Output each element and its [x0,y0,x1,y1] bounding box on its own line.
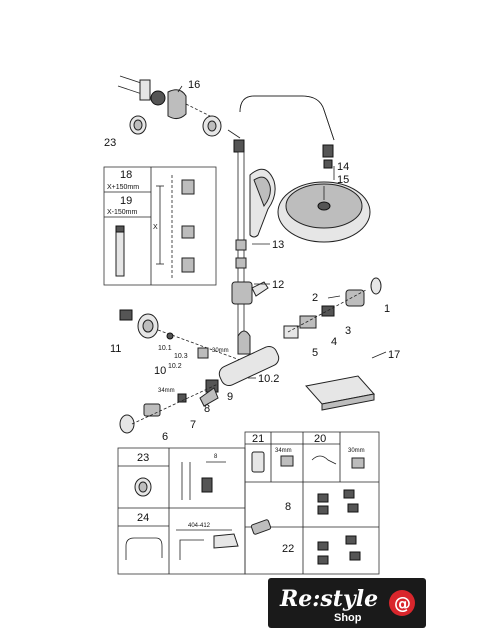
inset-18-number: 18 [120,169,132,181]
callout-23: 23 [104,137,116,149]
callout-34mm: 34mm [158,388,175,394]
callout-10-2: 10.2 [168,363,182,370]
callout-5: 5 [312,347,318,359]
table-right-34mm: 34mm [275,448,292,454]
accessories-table-right [244,431,380,575]
thermostat-body [218,330,280,387]
table-right-8: 8 [285,501,291,513]
table-right-30mm: 30mm [348,448,365,454]
brand-logo: Re:style Shop @ [268,578,426,628]
callout-13: 13 [272,239,284,251]
left-connector [119,309,241,361]
shelf [305,375,375,411]
callout-17: 17 [388,349,400,361]
callout-12: 12 [272,279,284,291]
wall-bracket-assembly [117,75,245,153]
callout-16: 16 [188,79,200,91]
adapter-fitting [250,519,272,535]
at-sign-icon: @ [394,594,411,614]
callout-6: 6 [162,431,168,443]
callout-2: 2 [312,292,318,304]
callout-10-3: 10.3 [174,353,188,360]
slider [231,281,269,305]
table-right-22: 22 [282,543,294,555]
callout-7: 7 [190,419,196,431]
callout-10: 10 [154,365,166,377]
table-left-dim8: 8 [214,454,218,460]
inset-rail-length [103,166,217,286]
logo-brand: Re:style [279,586,378,612]
callout-15: 15 [337,174,349,186]
inset-18-length: X+150mm [107,184,139,191]
callout-9: 9 [227,391,233,403]
riser-rail [235,151,247,353]
callout-1: 1 [384,303,390,315]
callout-3: 3 [345,325,351,337]
callout-10-2b: 10.2 [258,373,279,385]
shower-arm [239,95,335,180]
table-right-21: 21 [252,433,264,445]
logo-sub: Shop [334,612,362,624]
callout-30mm: 30mm [212,348,229,354]
callout-11: 11 [110,343,121,355]
right-connector [283,277,382,339]
inset-19-number: 19 [120,195,132,207]
callout-10-1: 10.1 [158,345,172,352]
inset-19-length: X-150mm [107,209,138,216]
table-left-23: 23 [137,452,149,464]
hand-shower [249,168,276,238]
table-left-24: 24 [137,512,149,524]
head-shower [277,181,371,243]
handle-assembly [119,379,219,434]
accessories-table-left [117,447,246,575]
callout-8: 8 [204,403,210,415]
inset-x-label: X [153,224,158,231]
callout-14: 14 [337,161,349,173]
callout-4: 4 [331,336,337,348]
table-left-404-412: 404-412 [188,523,211,529]
table-right-20: 20 [314,433,326,445]
